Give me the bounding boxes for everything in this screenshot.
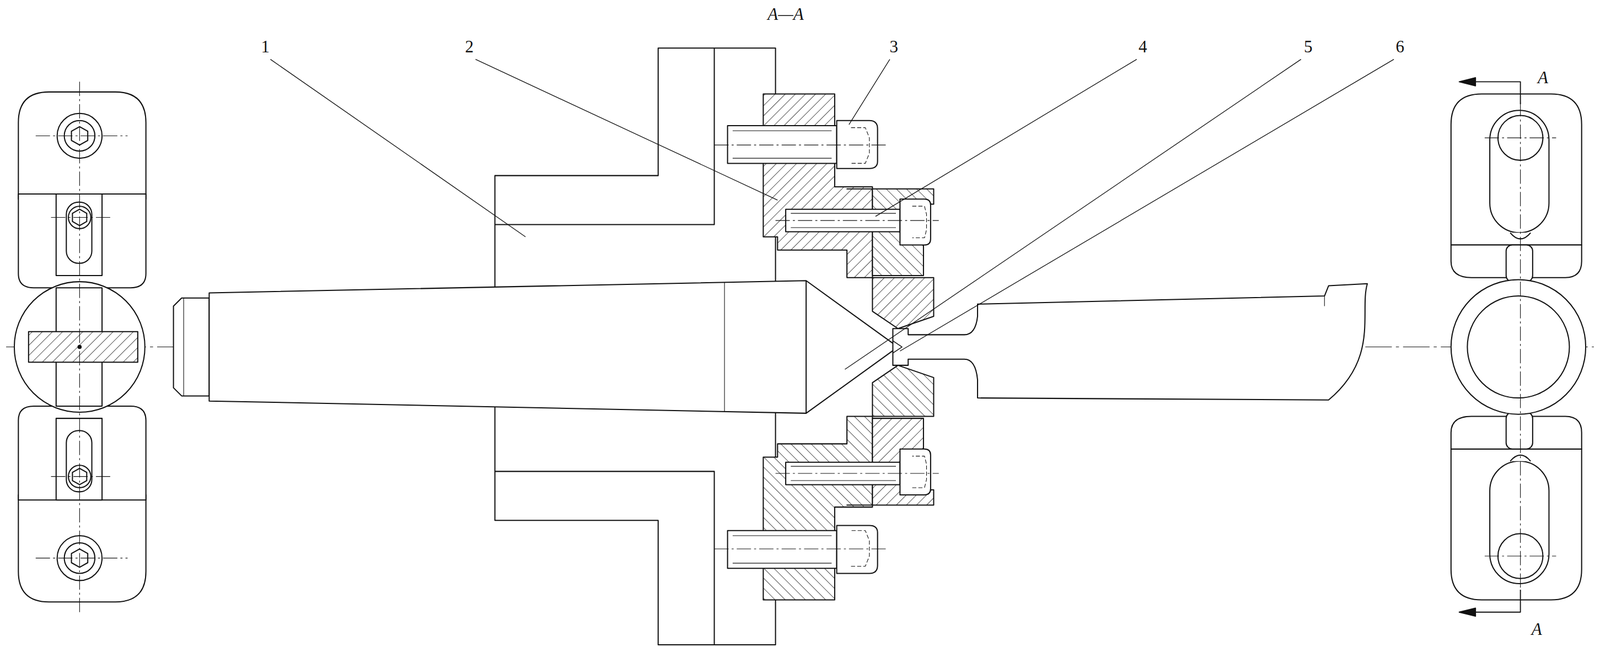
drawing-circle: [1467, 296, 1570, 399]
right-end-view: [1451, 94, 1586, 601]
drawing-path: [892, 340, 902, 353]
drawing-line: [1324, 296, 1325, 307]
drawing-polyline: [495, 471, 715, 646]
drawing-use: [1451, 412, 1582, 601]
section-arrow-letter: A: [1529, 620, 1544, 640]
drawing-polyline: [1469, 81, 1521, 105]
drawing-path: [1459, 608, 1476, 617]
drawing-use: [18, 398, 146, 603]
drawing-line: [475, 59, 778, 201]
callout-number: 3: [888, 37, 901, 57]
drawing-line: [899, 59, 1394, 352]
callout-number: 1: [259, 37, 272, 57]
left-end-view: [14, 81, 147, 612]
drawing-line: [270, 59, 526, 238]
drawing-line: [875, 59, 1137, 217]
drawing-use: [1451, 94, 1582, 283]
drawing-use: [18, 92, 146, 297]
taper-shank: [173, 280, 899, 414]
drawing-path: [1459, 77, 1476, 87]
section-label: A—A: [765, 4, 805, 24]
drawing-line: [79, 81, 80, 612]
drawing-line: [1520, 101, 1521, 592]
drawing-circle: [1451, 279, 1586, 415]
callout-number: 5: [1302, 37, 1315, 57]
section-arrow-letter: A: [1536, 68, 1550, 88]
drawing-polygon: [208, 280, 898, 414]
drawing-line: [849, 59, 890, 125]
callout-number: 2: [463, 37, 476, 57]
drawing-path: [173, 298, 210, 397]
callout-number: 6: [1394, 37, 1407, 57]
workpiece: [892, 283, 1368, 401]
leader-line: [270, 59, 1394, 370]
drawing-line: [723, 282, 725, 412]
drawing-line: [805, 280, 807, 414]
drawing-polyline: [1469, 589, 1521, 613]
drawing-line: [844, 59, 1301, 370]
drawing-rect: [28, 331, 138, 363]
drawing-path: [892, 283, 1368, 401]
drawing-line: [183, 298, 185, 397]
section-arrow: [1459, 77, 1521, 617]
drawing-polyline: [495, 47, 715, 225]
callout-number: 4: [1136, 37, 1150, 57]
